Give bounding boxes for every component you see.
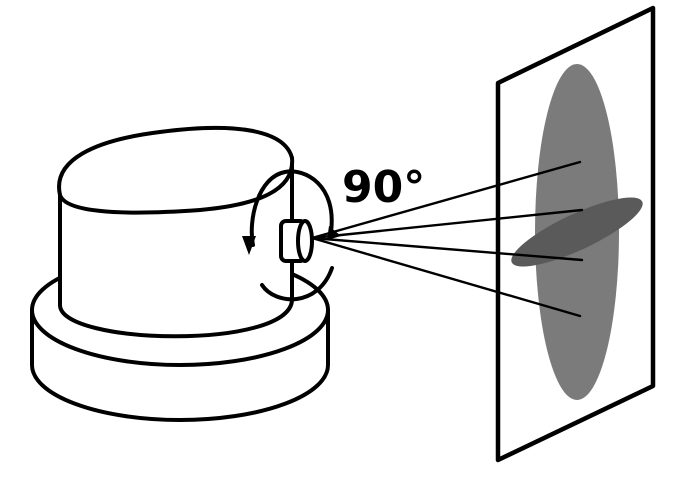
housing-top bbox=[57, 125, 295, 215]
horizontal-beam-spot bbox=[511, 197, 643, 267]
laser-device bbox=[30, 125, 341, 422]
beam-ray-1 bbox=[310, 160, 582, 240]
rotation-arrowhead-left bbox=[242, 236, 256, 255]
projection-screen bbox=[495, 5, 656, 463]
device-housing bbox=[57, 125, 295, 339]
device-lens bbox=[279, 219, 314, 263]
beam-ray-3 bbox=[310, 236, 584, 262]
rotation-arc bbox=[249, 169, 334, 247]
lens-face bbox=[296, 219, 314, 263]
angle-label: 90° bbox=[342, 162, 425, 213]
beam-rays bbox=[310, 160, 584, 318]
beam-ray-2 bbox=[310, 208, 584, 240]
rotation-arc-lower bbox=[260, 266, 334, 302]
beam-ray-4 bbox=[310, 236, 582, 318]
